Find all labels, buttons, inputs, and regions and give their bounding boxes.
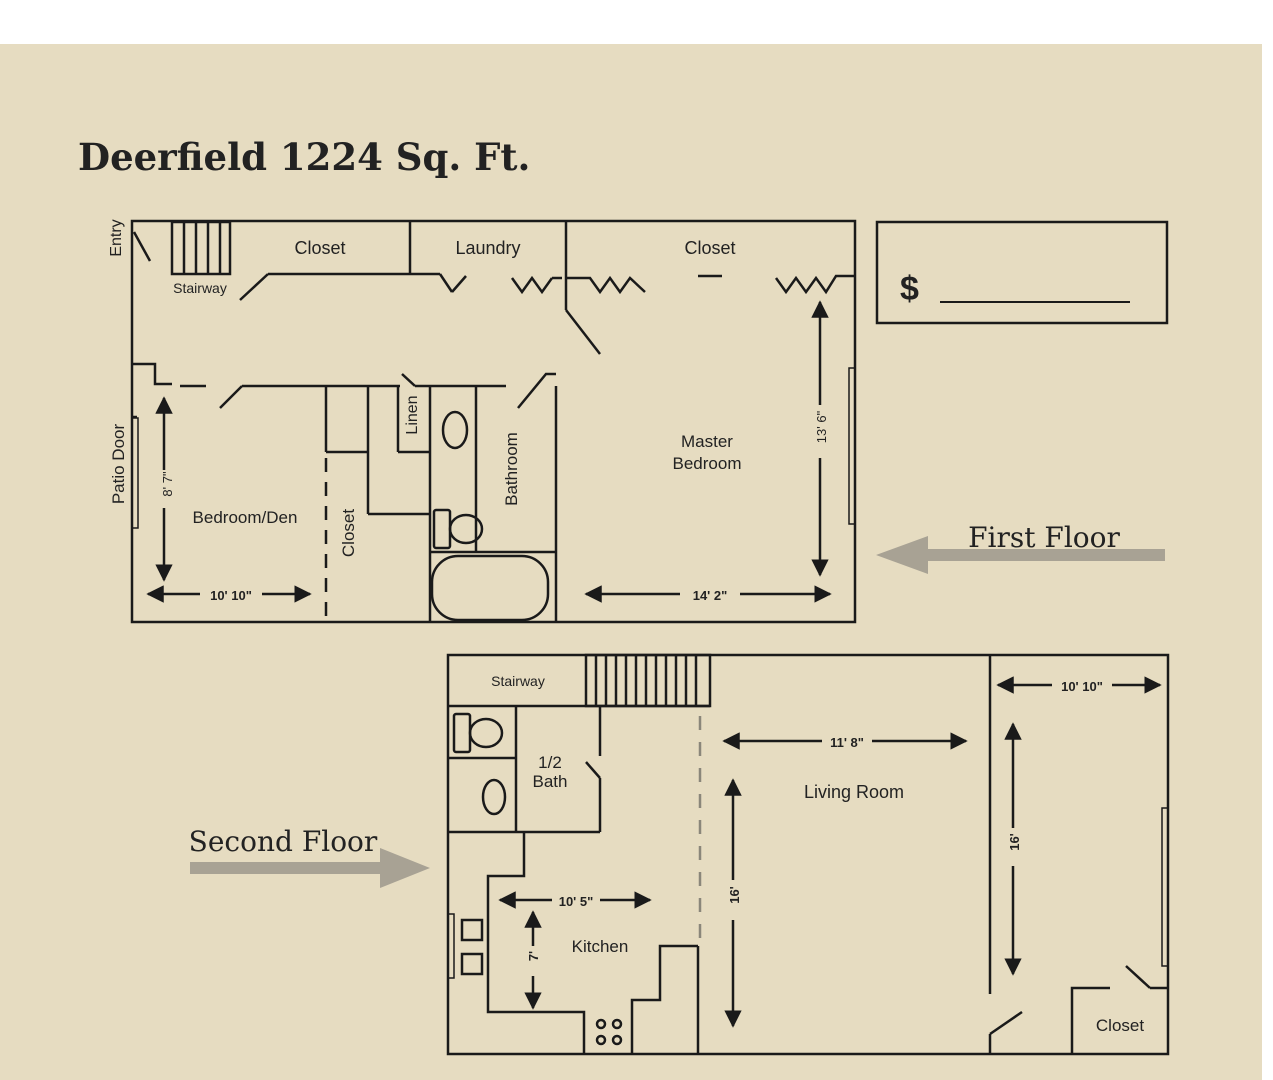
half-bath-label-1: 1/2	[538, 753, 562, 772]
closet-label-second: Closet	[1096, 1016, 1144, 1035]
dim-kitchen-height: 7'	[526, 951, 541, 961]
first-floor-label: First Floor	[968, 521, 1120, 554]
living-room-label: Living Room	[804, 782, 904, 802]
kitchen-label: Kitchen	[572, 937, 629, 956]
dim-bedroom-height: 8' 7"	[160, 471, 175, 497]
dim-right-height: 16'	[1007, 833, 1022, 851]
closet-label-top-right: Closet	[684, 238, 735, 258]
paper-background	[0, 44, 1262, 1080]
master-bedroom-label-1: Master	[681, 432, 733, 451]
first-floor-outline	[130, 219, 857, 624]
second-floor-callout: Second Floor	[189, 825, 430, 888]
first-floor-dimensions	[146, 300, 832, 603]
patio-door-label: Patio Door	[109, 424, 128, 505]
dim-living-width: 11' 8"	[830, 735, 864, 750]
second-floor-outline	[446, 653, 1170, 1056]
closet-label-vertical: Closet	[339, 509, 358, 557]
second-floor-dimensions	[498, 676, 1162, 1028]
dim-master-width: 14' 2"	[693, 588, 728, 603]
dim-right-width: 10' 10"	[1061, 679, 1103, 694]
dim-master-height: 13' 6"	[814, 410, 829, 443]
linen-label: Linen	[404, 395, 421, 434]
second-floor-label: Second Floor	[189, 825, 378, 858]
stairway-label-first: Stairway	[173, 280, 227, 296]
second-floor-plan	[446, 653, 1170, 1056]
half-bath-label-2: Bath	[533, 772, 568, 791]
first-floor-plan	[130, 219, 857, 624]
bedroom-den-label: Bedroom/Den	[193, 508, 298, 527]
first-floor-callout: First Floor	[876, 521, 1165, 574]
stairway-label-second: Stairway	[491, 673, 545, 689]
price-box: $	[875, 220, 1169, 325]
master-bedroom-label-2: Bedroom	[673, 454, 742, 473]
closet-label-top-left: Closet	[294, 238, 345, 258]
dim-kitchen-width: 10' 5"	[559, 894, 594, 909]
price-symbol: $	[900, 270, 919, 308]
bathroom-label: Bathroom	[502, 432, 521, 506]
page-title: Deerfield 1224 Sq. Ft.	[78, 135, 530, 179]
laundry-label: Laundry	[455, 238, 520, 258]
entry-label: Entry	[108, 219, 125, 256]
dim-living-height: 16'	[727, 886, 742, 904]
stairway-first	[170, 220, 232, 276]
dim-bedroom-width: 10' 10"	[210, 588, 252, 603]
